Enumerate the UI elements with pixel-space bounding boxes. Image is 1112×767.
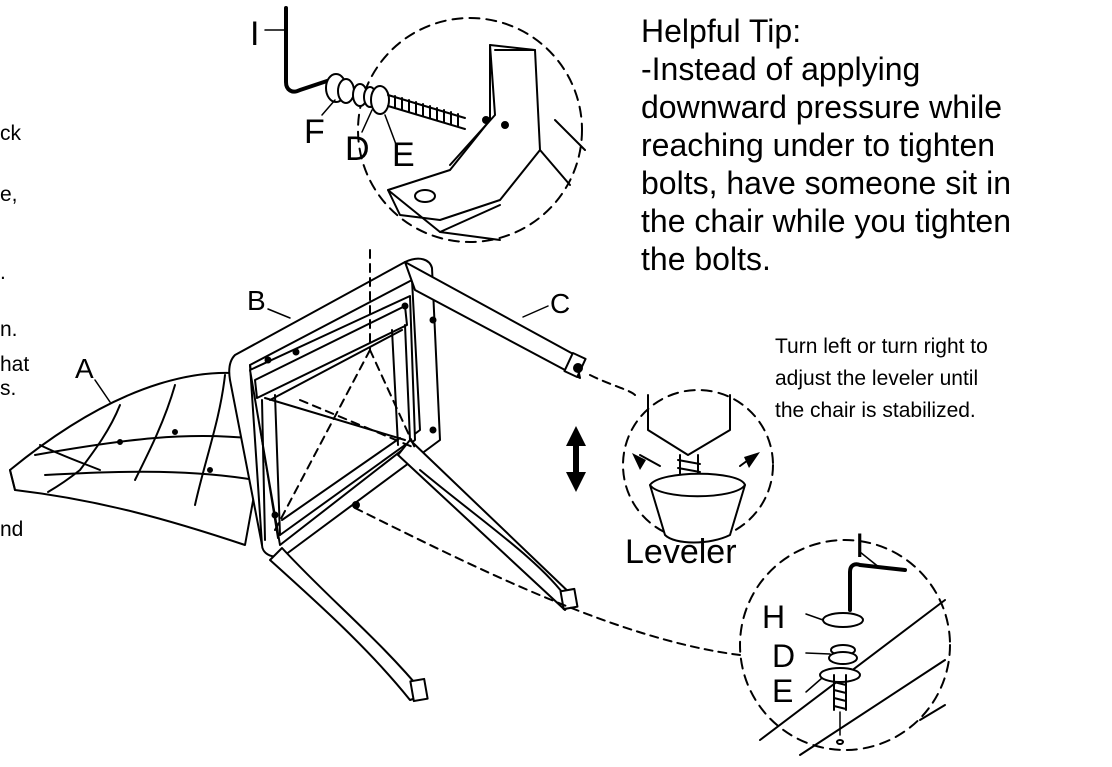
label-c: C [550, 288, 570, 319]
bottom-detail-circle [739, 539, 951, 756]
label-top-i: I [250, 15, 259, 53]
label-a: A [75, 353, 94, 384]
left-fragment: nd [0, 518, 24, 541]
chair-leg-rear-right [397, 439, 579, 611]
label-bottom-h: H [762, 599, 785, 635]
left-fragment: s. [0, 377, 17, 400]
helpful-tip-line: bolts, have someone sit in [641, 165, 1011, 201]
left-fragment: . [0, 261, 6, 284]
top-bolt-assembly [284, 6, 466, 130]
helpful-tip-line: the chair while you tighten [641, 203, 1011, 239]
leveler-note-line: Turn left or turn right to [775, 335, 988, 358]
leveler-note: Turn left or turn right to adjust the le… [775, 331, 1110, 427]
label-bottom-d: D [772, 638, 795, 674]
part-labels: I F D E B C A I H D E Leveler [75, 15, 864, 709]
label-top-e: E [392, 136, 415, 174]
helpful-tip-line: reaching under to tighten [641, 127, 996, 163]
seat-frame [249, 295, 416, 546]
helpful-tip-heading: Helpful Tip: [641, 13, 802, 49]
leveler-note-line: adjust the leveler until [775, 367, 979, 390]
left-fragment: ck [0, 122, 21, 145]
left-fragment: e, [0, 183, 18, 206]
left-fragment: n. [0, 318, 18, 341]
label-top-f: F [304, 113, 325, 151]
helpful-tip: Helpful Tip: -Instead of applying downwa… [641, 12, 1111, 278]
helpful-tip-line: -Instead of applying [641, 51, 921, 87]
chair-seat-a [9, 371, 276, 546]
leveler-note-line: the chair is stabilized. [775, 399, 976, 422]
leveler-detail-circle [622, 389, 774, 544]
label-bottom-i: I [855, 527, 864, 565]
left-fragment: hat [0, 353, 30, 376]
label-b: B [247, 285, 266, 316]
leveler-caption: Leveler [625, 533, 737, 571]
label-bottom-e: E [772, 673, 793, 709]
label-leaders [94, 29, 881, 693]
chair-leg-rear-left [269, 547, 429, 703]
guide-lines [274, 249, 741, 656]
top-detail-circle [357, 17, 586, 243]
leveler-arrows [566, 426, 760, 492]
bolt-holes [264, 302, 437, 519]
chair-leg-c [404, 261, 587, 379]
label-top-d: D [345, 130, 370, 168]
helpful-tip-line: downward pressure while [641, 89, 1003, 125]
helpful-tip-line: the bolts. [641, 241, 771, 277]
